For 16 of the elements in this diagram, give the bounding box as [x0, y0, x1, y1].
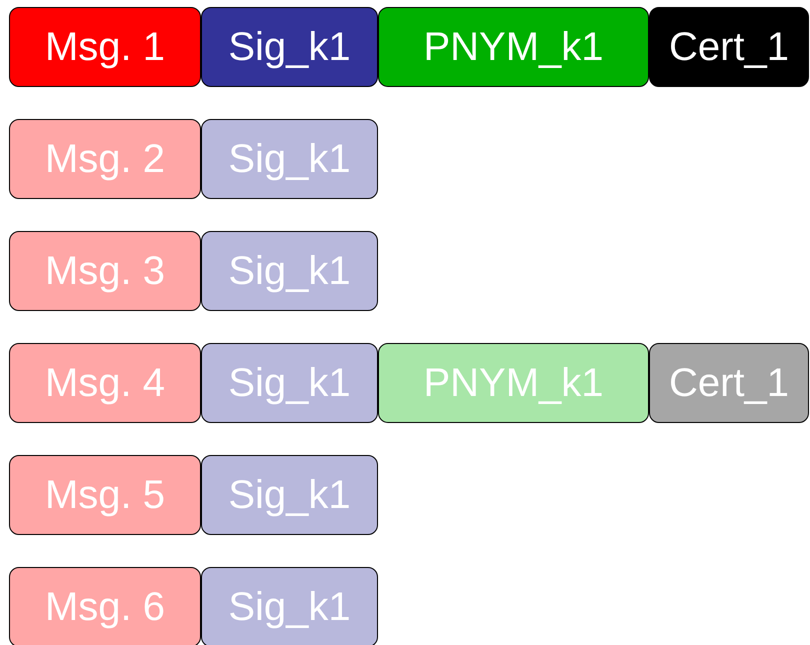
certificate-block: Cert_1 [649, 343, 809, 423]
signature-block: Sig_k1 [201, 231, 378, 311]
signature-block: Sig_k1 [201, 7, 378, 87]
signature-block: Sig_k1 [201, 567, 378, 645]
message-block: Msg. 4 [9, 343, 201, 423]
certificate-block: Cert_1 [649, 7, 809, 87]
signature-block: Sig_k1 [201, 119, 378, 199]
pseudonym-block: PNYM_k1 [378, 343, 649, 423]
message-block: Msg. 1 [9, 7, 201, 87]
pseudonym-block: PNYM_k1 [378, 7, 649, 87]
signature-block: Sig_k1 [201, 455, 378, 535]
signature-block: Sig_k1 [201, 343, 378, 423]
message-block: Msg. 5 [9, 455, 201, 535]
message-block: Msg. 6 [9, 567, 201, 645]
message-block: Msg. 3 [9, 231, 201, 311]
message-block: Msg. 2 [9, 119, 201, 199]
